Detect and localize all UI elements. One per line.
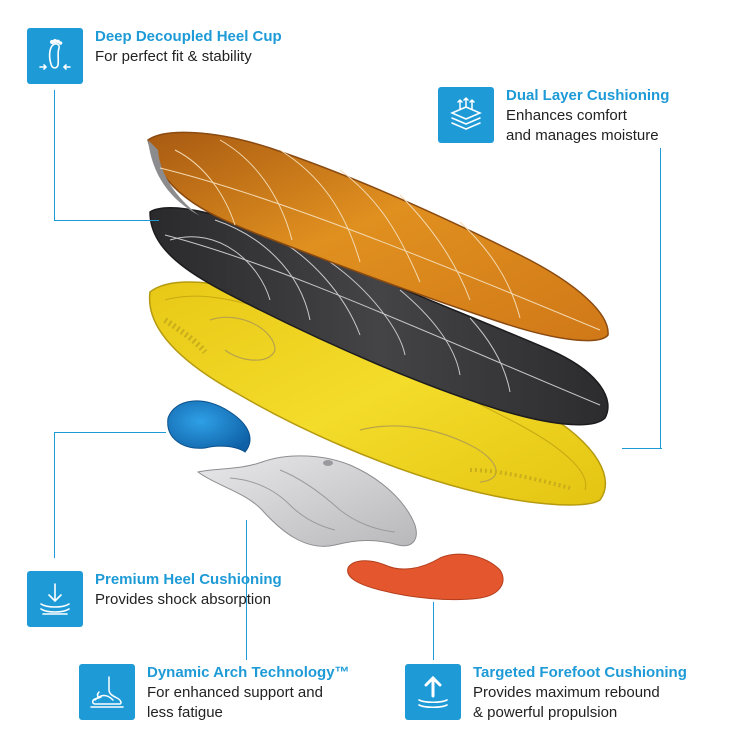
forefoot-cushioning-desc-line-1: Provides maximum rebound [473, 684, 660, 701]
heel-cushion-leader-horizontal [54, 432, 166, 433]
rebound-arrow-icon [405, 664, 461, 720]
feature-forefoot-cushioning: Targeted Forefoot Cushioning Provides ma… [405, 664, 687, 722]
arch-technology-desc-line-2: less fatigue [147, 704, 223, 721]
heel-cushioning-desc: Provides shock absorption [95, 591, 271, 608]
heel-cup-leader-vertical [54, 90, 55, 220]
shock-absorb-icon [27, 571, 83, 627]
heel-cup-leader-horizontal [54, 220, 159, 221]
dual-layer-leader-vertical [660, 148, 661, 448]
dual-layer-leader-horizontal [622, 448, 662, 449]
forefoot-leader-vertical [433, 602, 434, 660]
foot-heel-cup-icon [27, 28, 83, 84]
heel-cup-title: Deep Decoupled Heel Cup [95, 28, 282, 45]
arch-technology-title: Dynamic Arch Technology™ [147, 664, 350, 681]
feature-dual-layer: Dual Layer Cushioning Enhances comfort a… [438, 87, 669, 145]
heel-cushioning-title: Premium Heel Cushioning [95, 571, 282, 588]
heel-cup-desc: For perfect fit & stability [95, 48, 252, 65]
dual-layer-desc-line-2: and manages moisture [506, 127, 659, 144]
top-fabric-layer [147, 131, 609, 342]
arch-leader-vertical [246, 520, 247, 660]
feature-heel-cup: Deep Decoupled Heel Cup For perfect fit … [27, 28, 282, 84]
heel-cushion-leader-vertical [54, 432, 55, 558]
forefoot-cushioning-title: Targeted Forefoot Cushioning [473, 664, 687, 681]
dual-layer-title: Dual Layer Cushioning [506, 87, 670, 104]
arch-technology-desc-line-1: For enhanced support and [147, 684, 323, 701]
arch-support-icon [79, 664, 135, 720]
heel-pad-insert [167, 400, 251, 453]
feature-heel-cushioning: Premium Heel Cushioning Provides shock a… [27, 571, 282, 627]
feature-arch-technology: Dynamic Arch Technology™ For enhanced su… [79, 664, 350, 722]
forefoot-cushioning-desc-line-2: & powerful propulsion [473, 704, 618, 721]
forefoot-pad-insert [347, 553, 504, 601]
arch-support-shell [196, 455, 417, 547]
layers-airflow-icon [438, 87, 494, 143]
dual-layer-desc-line-1: Enhances comfort [506, 107, 627, 124]
